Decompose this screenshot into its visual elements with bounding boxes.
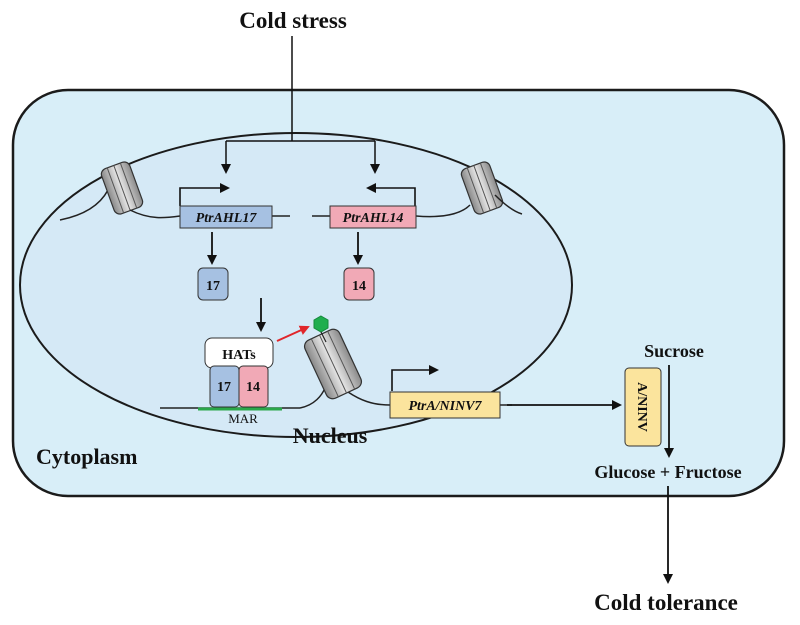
promoter-arrow-ninv7 — [391, 365, 439, 391]
protein-14-label: 14 — [352, 279, 366, 294]
protein-17-label: 17 — [206, 279, 220, 294]
nucleosome-lower — [303, 328, 363, 400]
gene-ahl14-label: PtrAHL14 — [343, 211, 404, 226]
protein-17-box — [197, 267, 229, 301]
sucrose-label: Sucrose — [644, 341, 704, 361]
complex-14-box — [238, 365, 269, 408]
complex-14-label: 14 — [246, 380, 260, 395]
complex-17-label: 17 — [217, 380, 231, 395]
gene-ahl14-box — [329, 205, 417, 229]
gene-ahl17-label: PtrAHL17 — [196, 211, 258, 226]
gene-ninv7-label: PtrA/NINV7 — [408, 399, 482, 414]
gene-ahl17-box — [179, 205, 273, 229]
nucleosome-right — [312, 161, 523, 218]
promoter-arrow-ahl17 — [179, 183, 230, 206]
ninv-protein-box — [624, 367, 662, 447]
promoter-arrow-ahl14 — [366, 183, 416, 206]
mar-label: MAR — [228, 411, 258, 426]
cold-stress-title: Cold stress — [239, 8, 347, 33]
hats-label: HATs — [222, 348, 256, 363]
nucleus-label: Nucleus — [293, 423, 368, 448]
gene-ninv7-box — [389, 391, 501, 419]
acetyl-group-icon — [313, 315, 329, 333]
ninv-protein-label: A/NINV — [634, 382, 649, 432]
cytoplasm-label: Cytoplasm — [36, 444, 137, 469]
nucleosome-left — [59, 161, 181, 221]
cold-tolerance-label: Cold tolerance — [594, 590, 738, 615]
acetylation-arrow — [276, 325, 310, 342]
protein-14-box — [343, 267, 375, 301]
cold-stress-signal — [221, 36, 380, 174]
glucose-fructose-label: Glucose + Fructose — [594, 462, 741, 482]
nucleus-envelope — [19, 132, 573, 438]
